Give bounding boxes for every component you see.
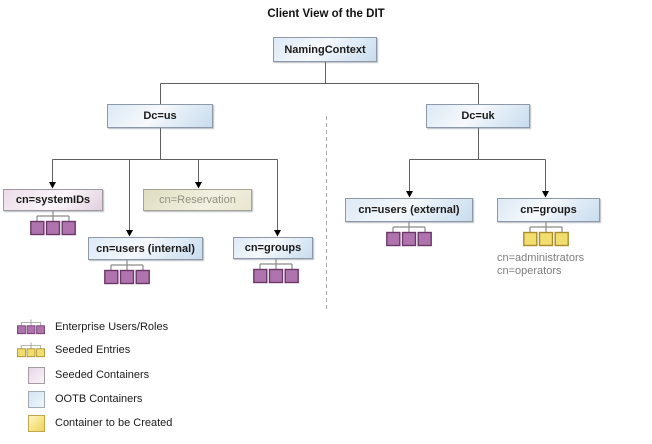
uk-subtree-connector xyxy=(409,128,546,192)
legend-label: Container to be Created xyxy=(55,417,173,429)
legend-item-ootb-containers: OOTB Containers xyxy=(17,390,142,408)
node-cn-systemids: cn=systemIDs xyxy=(3,189,103,211)
legend-label: Seeded Containers xyxy=(55,369,150,381)
node-dc-us: Dc=us xyxy=(107,104,213,128)
seeded-entries-icon xyxy=(523,222,569,247)
arrowheads xyxy=(49,182,549,237)
seeded-container-swatch xyxy=(28,366,45,384)
node-cn-groups-uk: cn=groups xyxy=(497,198,600,222)
legend-label: OOTB Containers xyxy=(55,393,143,405)
legend-item-container-to-be-created: Container to be Created xyxy=(17,414,172,432)
node-cn-groups-us: cn=groups xyxy=(233,237,313,259)
enterprise-users-roles-icon xyxy=(17,319,45,335)
enterprise-users-icon xyxy=(30,211,76,236)
node-cn-reservation: cn=Reservation xyxy=(143,189,252,211)
enterprise-users-icon xyxy=(253,259,299,284)
entry-label: cn=administrators xyxy=(497,252,585,264)
created-container-swatch xyxy=(28,414,45,432)
node-cn-users-external: cn=users (external) xyxy=(345,198,473,222)
legend-item-seeded-entries: Seeded Entries xyxy=(17,341,130,359)
groups-uk-entry-labels: cn=administrators cn=operators xyxy=(497,252,584,278)
enterprise-users-icon xyxy=(104,260,150,285)
node-namingcontext: NamingContext xyxy=(273,37,377,62)
seeded-entries-icon xyxy=(17,342,45,358)
legend-label: Seeded Entries xyxy=(55,344,131,356)
ootb-container-swatch xyxy=(28,390,45,408)
diagram-title: Client View of the DIT xyxy=(267,8,385,20)
node-dc-uk: Dc=uk xyxy=(426,104,530,128)
entry-label: cn=operators xyxy=(497,265,562,277)
us-subtree-connector xyxy=(52,128,278,231)
root-connector xyxy=(160,62,479,104)
legend-label: Enterprise Users/Roles xyxy=(55,321,169,333)
legend-item-seeded-containers: Seeded Containers xyxy=(17,366,149,384)
legend-item-enterprise-users-roles: Enterprise Users/Roles xyxy=(17,318,168,336)
enterprise-users-icon xyxy=(386,222,432,247)
node-cn-users-internal: cn=users (internal) xyxy=(88,237,203,260)
